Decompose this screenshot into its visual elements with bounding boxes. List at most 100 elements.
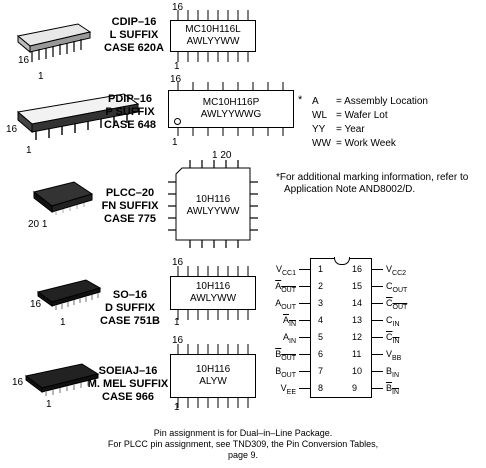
so-photo-pin-16: 16 [30, 299, 42, 310]
cdip-marking-box [170, 20, 256, 52]
pinout-right-label: CIN [386, 332, 400, 345]
pinout-left-label: VEE [280, 383, 296, 396]
legend-code: WW [312, 138, 331, 149]
cdip-photo-pin-1: 1 [38, 71, 44, 82]
pinout-right-pin-number: 13 [352, 315, 363, 325]
pinout-left-pin-number: 6 [318, 349, 324, 359]
cdip-marking-pin-1: 1 [174, 61, 180, 72]
plcc-marking-leads [168, 160, 258, 248]
pinout-left-pin-number: 4 [318, 315, 324, 325]
pdip-marking-pin-16: 16 [170, 74, 182, 85]
pinout-right-lead [372, 371, 383, 372]
pinout-left-label: AIN [282, 315, 296, 328]
pinout-left-label: AIN [282, 332, 296, 345]
pinout-right-lead [372, 303, 383, 304]
legend-code: YY [312, 124, 326, 135]
pinout-right-label: VCC2 [386, 264, 407, 277]
legend-row-wl: WL = Wafer Lot [312, 110, 388, 122]
soeiaj-marking-box [170, 354, 256, 398]
legend-desc: = Work Week [336, 138, 396, 149]
pinout-right-lead [372, 354, 383, 355]
pinout-ic-body [310, 258, 372, 398]
legend-desc: = Year [336, 124, 365, 135]
pinout-left-lead [299, 371, 310, 372]
so-marking-leads [177, 266, 249, 320]
pinout-right-lead [372, 269, 383, 270]
pinout-right-label: CIN [386, 315, 400, 328]
pinout-right-label: COUT [386, 281, 408, 294]
pinout-right-pin-number: 10 [352, 366, 363, 376]
soeiaj-photo-pin-1: 1 [46, 399, 52, 410]
pinout-right-pin-number: 9 [352, 383, 358, 393]
pdip-marking-pin-1: 1 [172, 137, 178, 148]
pinout-right-lead [372, 337, 383, 338]
pinout-left-pin-number: 8 [318, 383, 324, 393]
pinout-left-lead [299, 286, 310, 287]
pdip-marking-box [168, 90, 294, 128]
pdip-pin1-dot [174, 118, 181, 125]
pinout-left-lead [299, 320, 310, 321]
plcc-photo-pin-label: 20 1 [28, 219, 48, 230]
pinout-right-pin-number: 12 [352, 332, 363, 342]
pinout-right-label: VBB [386, 349, 402, 362]
cdip-package-photo [16, 23, 92, 62]
pinout-left-lead [299, 354, 310, 355]
marking-note: *For additional marking information, ref… [276, 172, 469, 195]
pinout-right-pin-number: 11 [352, 349, 362, 359]
so-package-photo [36, 279, 102, 310]
pinout-right-label: COUT [386, 298, 408, 311]
legend-code: WL [312, 110, 327, 121]
pinout-left-pin-number: 2 [318, 281, 324, 291]
legend-row-yy: YY = Year [312, 124, 365, 136]
so-marking-box [170, 276, 256, 310]
pinout-left-pin-number: 1 [318, 264, 324, 274]
soeiaj-marking-leads [177, 344, 249, 408]
pdip-photo-pin-1: 1 [26, 145, 32, 156]
pinout-left-pin-number: 5 [318, 332, 324, 342]
pdip-package-photo [16, 93, 140, 140]
soeiaj-marking-pin-16: 16 [172, 335, 184, 346]
legend-code: A [312, 96, 319, 107]
so-marking-pin-1: 1 [174, 317, 180, 328]
pinout-left-pin-number: 7 [318, 366, 324, 376]
so-marking-pin-16: 16 [172, 257, 184, 268]
legend-desc: = Wafer Lot [336, 110, 388, 121]
pinout-left-lead [299, 388, 310, 389]
soeiaj-package-photo [24, 363, 100, 396]
pinout-left-label: AOUT [275, 298, 296, 311]
legend-row-a: A = Assembly Location [312, 96, 428, 108]
pdip-marking-leads [177, 82, 284, 136]
pinout-right-pin-number: 14 [352, 298, 363, 308]
cdip-photo-pin-16: 16 [18, 55, 30, 66]
plcc-package-photo [32, 181, 94, 215]
pinout-left-label: AOUT [275, 281, 296, 294]
footer-line-1: Pin assignment is for Dual–in–Line Packa… [153, 428, 333, 438]
pinout-left-lead [299, 303, 310, 304]
legend-row-ww: WW = Work Week [312, 138, 396, 150]
pinout-right-pin-number: 15 [352, 281, 363, 291]
cdip-marking-pin-16: 16 [172, 2, 184, 13]
pinout-left-pin-number: 3 [318, 298, 324, 308]
soeiaj-photo-pin-16: 16 [12, 377, 24, 388]
pinout-right-label: BIN [386, 383, 400, 396]
legend-desc: = Assembly Location [336, 96, 428, 107]
pinout-left-label: VCC1 [275, 264, 296, 277]
pinout-right-lead [372, 286, 383, 287]
pinout-right-label: BIN [386, 366, 400, 379]
pinout-right-lead [372, 388, 383, 389]
so-photo-pin-1: 1 [60, 317, 66, 328]
pdip-marking-asterisk: * [298, 94, 303, 106]
soeiaj-marking-pin-1: 1 [174, 402, 180, 413]
pinout-left-lead [299, 269, 310, 270]
footer-line-2: For PLCC pin assignment, see TND309, the… [107, 439, 379, 449]
pinout-right-pin-number: 16 [352, 264, 363, 274]
pinout-left-lead [299, 337, 310, 338]
